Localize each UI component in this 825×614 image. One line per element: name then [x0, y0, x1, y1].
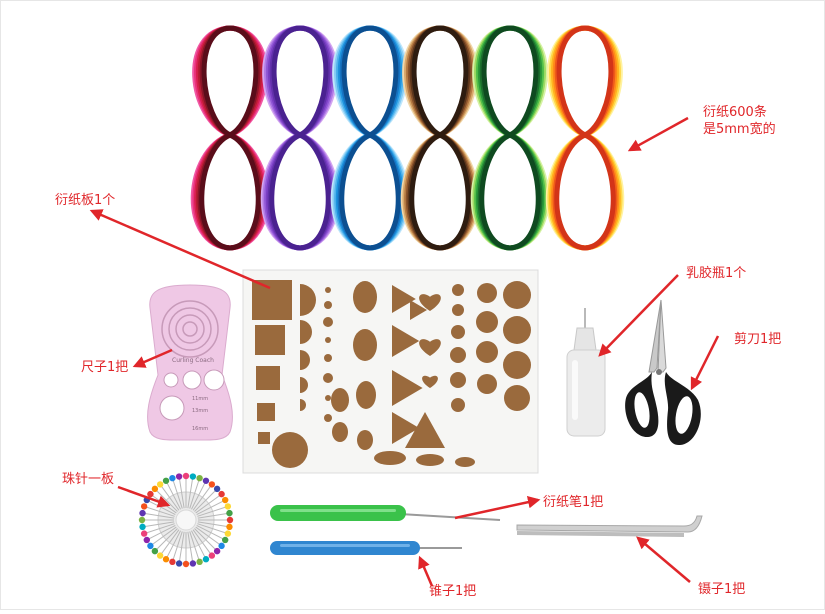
pin-head [218, 542, 225, 550]
pin-head [140, 530, 148, 537]
pin-head [226, 509, 233, 517]
pin-head [208, 552, 216, 559]
pin-head [202, 477, 210, 484]
pin-head [147, 542, 154, 550]
label-scissors: 剪刀1把 [734, 332, 782, 347]
label-quilling-paper-line2: 是5mm宽的 [703, 122, 776, 137]
pin-head [182, 560, 190, 568]
pin-head [143, 536, 150, 544]
paper-bundle-pink-red [190, 25, 270, 251]
paper-bundle-blue [330, 25, 410, 251]
pin-head [226, 523, 233, 531]
pin-head [151, 547, 159, 555]
callout-arrows [89, 116, 720, 587]
pin-head [156, 481, 164, 488]
label-glue-bottle: 乳胶瓶1个 [686, 266, 747, 281]
pin-head [213, 547, 221, 555]
pin-board [138, 472, 234, 568]
pin-head [196, 558, 203, 566]
pin-head [139, 523, 146, 531]
tweezers [516, 515, 703, 537]
glue-bottle [566, 308, 606, 437]
paper-bundle-purple [260, 25, 340, 251]
pin-head [196, 474, 203, 482]
pin-head [169, 474, 176, 482]
board-template-shapes [252, 280, 531, 468]
pin-head [169, 558, 176, 566]
label-ruler: 尺子1把 [81, 360, 129, 375]
pin-head [182, 472, 190, 480]
pin-head [162, 477, 170, 484]
paper-bundle-yellow-orange [545, 25, 625, 251]
pin-head [213, 485, 221, 493]
label-pin-board: 珠针一板 [62, 472, 115, 487]
pin-head [138, 516, 146, 524]
pin-head [162, 556, 170, 563]
pin-head [208, 481, 216, 488]
pin-head [151, 485, 159, 493]
pin-head [140, 503, 148, 510]
scissors [625, 299, 701, 446]
pin-head [222, 496, 229, 504]
ruler-mark-2: 13mm [192, 408, 208, 414]
ruler-title: Curling Coach [172, 357, 214, 364]
label-quilling-board: 衍纸板1个 [55, 193, 116, 208]
pin-head [202, 556, 210, 563]
curling-ruler: Curling Coach 11mm 13mm 16mm [147, 284, 233, 441]
pin-head [189, 560, 197, 567]
pin-head [222, 536, 229, 544]
pin-head [189, 473, 197, 480]
paper-bundle-brown [400, 25, 480, 251]
pin-head [156, 552, 164, 559]
ruler-mark-1: 11mm [192, 396, 208, 402]
pin-head [139, 509, 146, 517]
awl [270, 541, 462, 555]
pin-head [224, 503, 232, 510]
label-quilling-paper: 衍纸600条 是5mm宽的 [703, 104, 776, 138]
pin-head [218, 490, 225, 498]
pin-head [175, 560, 183, 567]
pin-head [226, 516, 234, 524]
quilling-pen [270, 505, 501, 521]
label-quilling-pen: 衍纸笔1把 [543, 495, 604, 510]
quilling-board [242, 269, 539, 474]
ruler-mark-3: 16mm [192, 426, 208, 432]
label-awl: 锥子1把 [429, 584, 477, 599]
label-quilling-paper-line1: 衍纸600条 [703, 105, 767, 120]
quilling-paper-strips [190, 25, 625, 251]
pin-head [147, 490, 154, 498]
paper-bundle-green [470, 25, 550, 251]
pin-head [175, 473, 183, 480]
pin-head [224, 530, 232, 537]
label-tweezers: 镊子1把 [698, 582, 746, 597]
